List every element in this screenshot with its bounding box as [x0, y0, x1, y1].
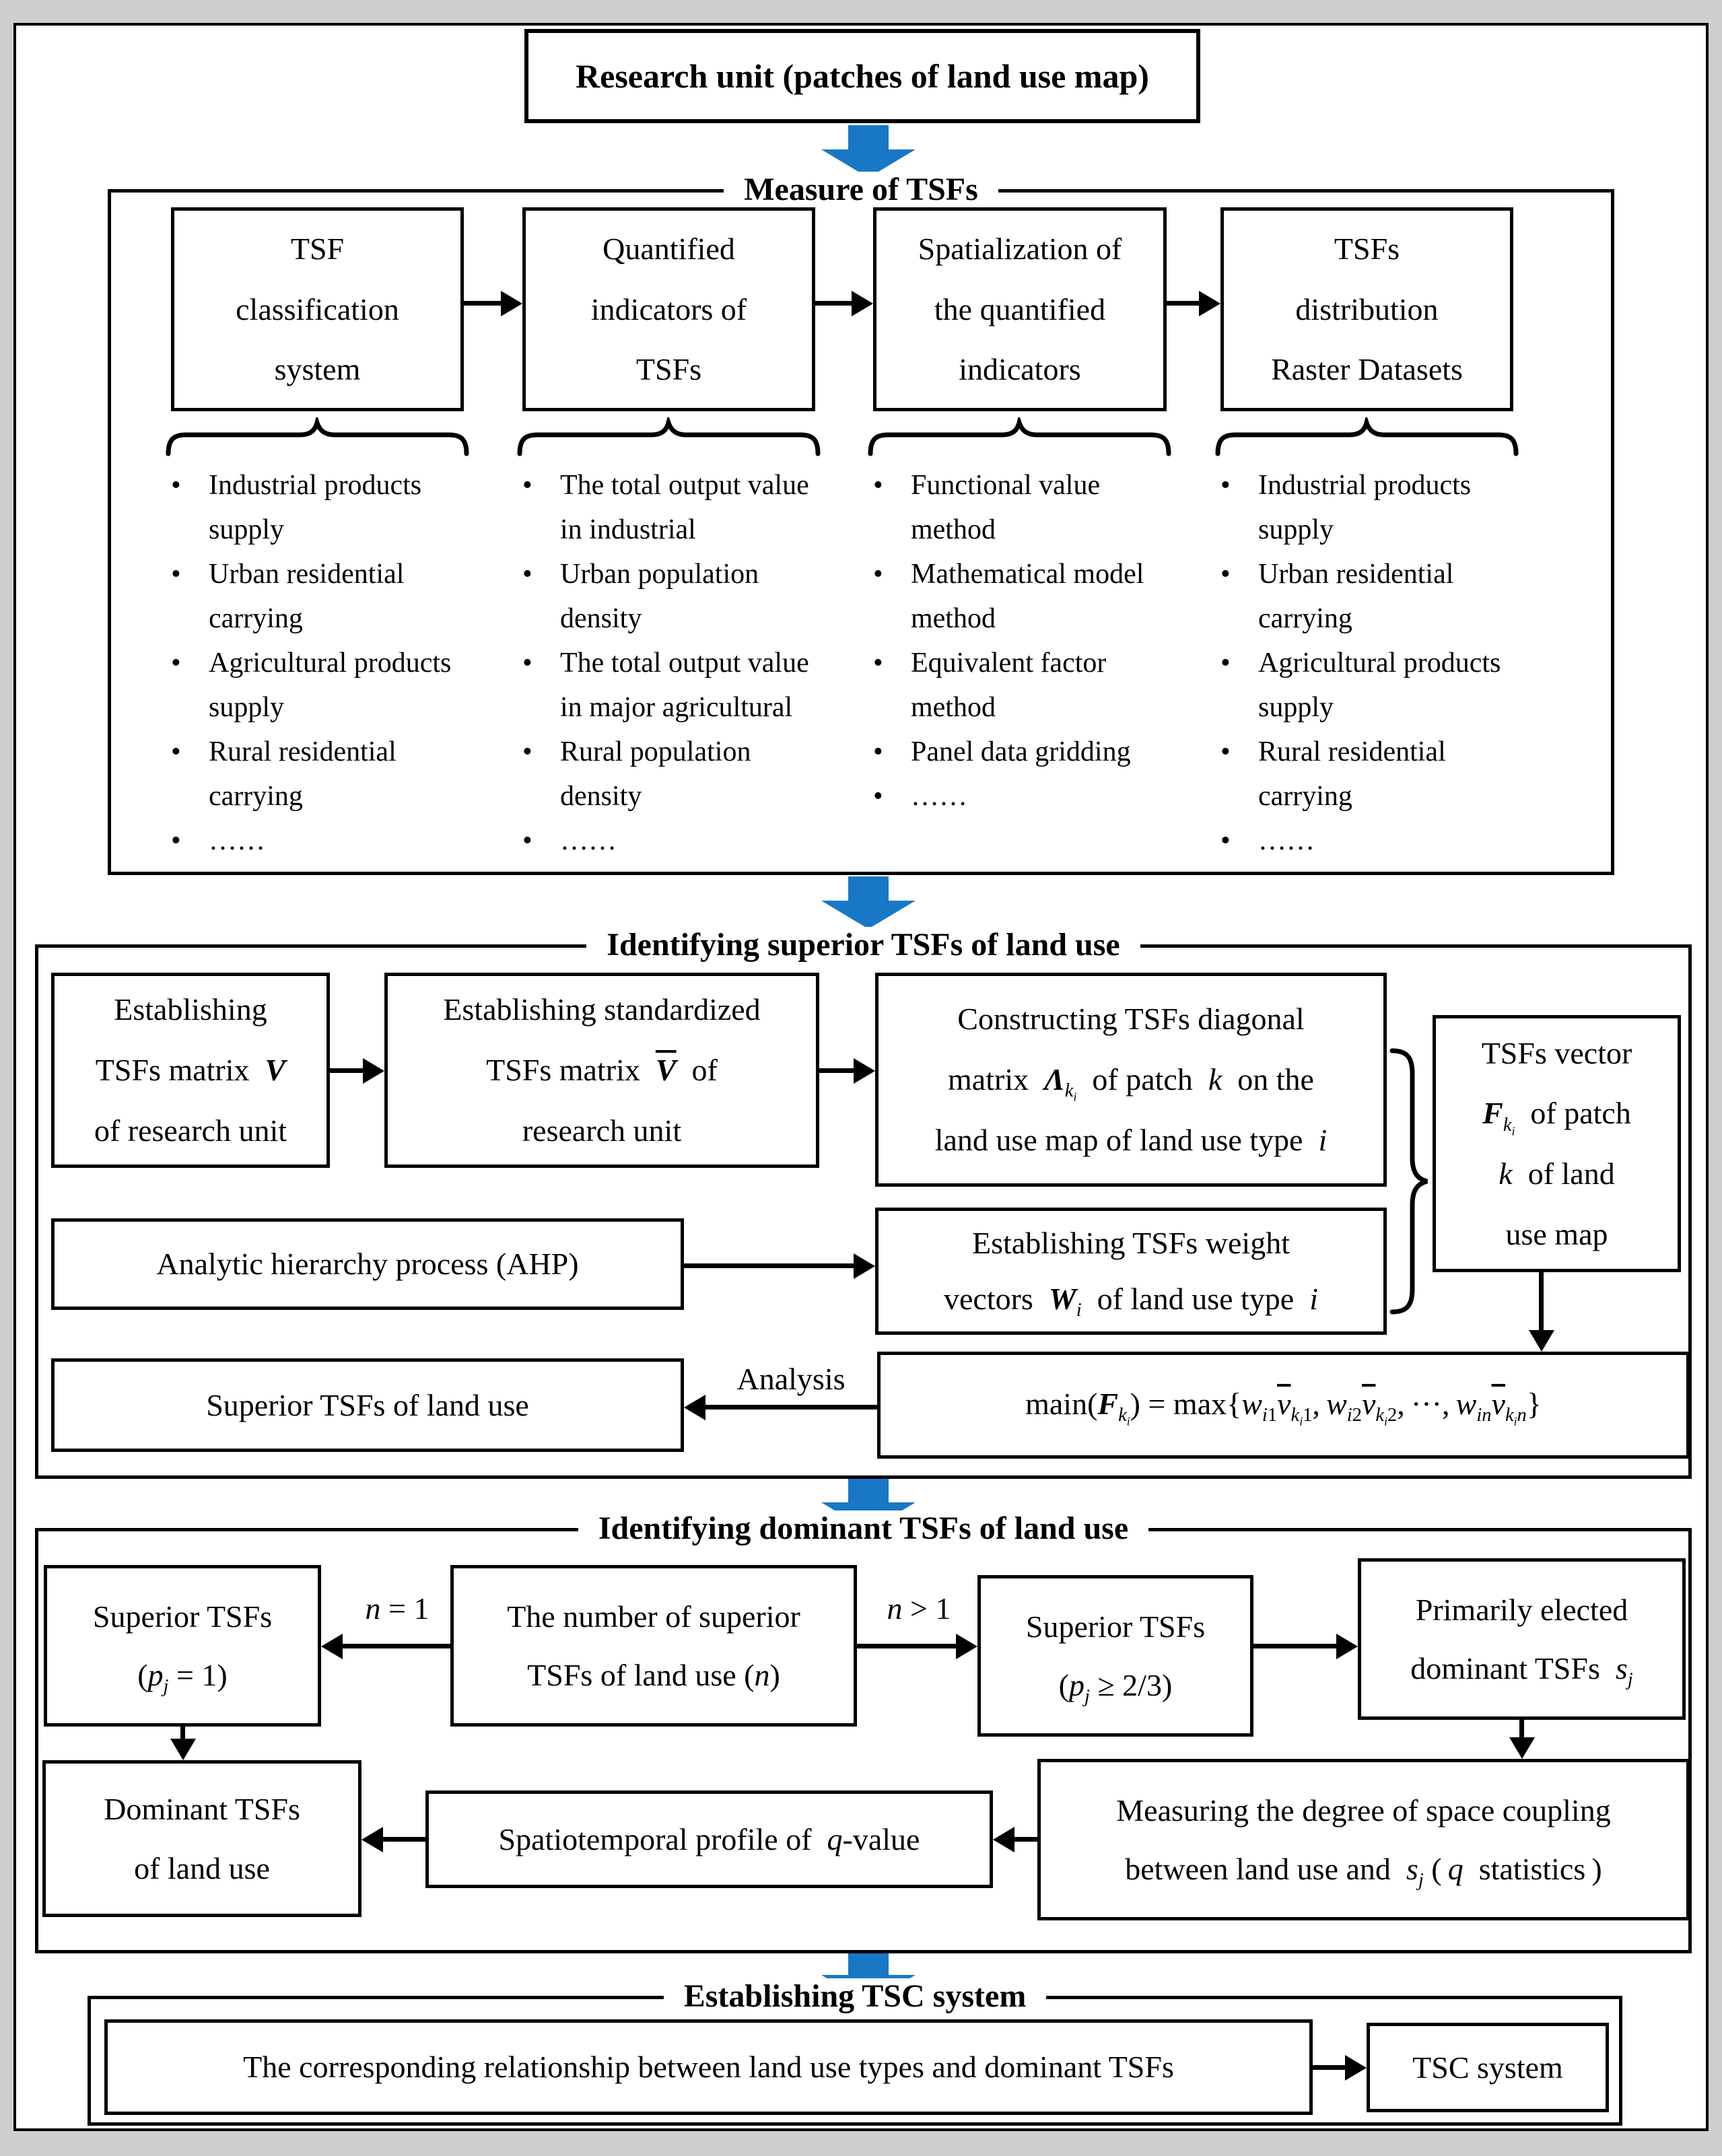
list-item: The total output value in major agricult… — [514, 641, 831, 730]
list-item: …… — [514, 819, 831, 863]
list-item: Rural population density — [514, 730, 831, 819]
tsf-classification-list: Industrial products supply Urban residen… — [163, 463, 479, 863]
spatiotemporal-profile-box: Spatiotemporal profile of q-value — [425, 1790, 993, 1888]
superior-tsfs-pj23-box: Superior TSFs(pj ≥ 2/3) — [977, 1575, 1253, 1737]
arrow-spatialization-to-raster — [1167, 290, 1220, 316]
arrow-vector-to-formula — [1528, 1272, 1554, 1352]
list-item: …… — [163, 819, 479, 863]
list-item: The total output value in industrial — [514, 463, 831, 552]
list-item: Urban residential carrying — [1212, 552, 1529, 641]
ahp-box: Analytic hierarchy process (AHP) — [51, 1218, 684, 1310]
list-item: Industrial products supply — [163, 463, 479, 552]
spatialization-methods-list: Functional value method Mathematical mod… — [865, 463, 1181, 819]
arrow-standardized-to-diagonal — [819, 1057, 875, 1084]
analysis-label: Analysis — [736, 1362, 846, 1396]
list-item: Urban population density — [514, 552, 831, 641]
brace-list-2 — [517, 417, 821, 456]
list-item: Mathematical model method — [865, 552, 1181, 641]
superior-tsfs-box: Superior TSFs of land use — [51, 1358, 684, 1452]
list-item: Equivalent factor method — [865, 641, 1181, 730]
tsc-section-title: Establishing TSC system — [91, 1977, 1619, 2016]
list-item: Industrial products supply — [1212, 463, 1529, 552]
tsc-system-box: TSC system — [1367, 2023, 1609, 2112]
arrow-indicators-to-spatialization — [815, 290, 873, 316]
list-item: Panel data gridding — [865, 730, 1181, 774]
arrow-ahp-to-weight — [684, 1253, 875, 1279]
blue-down-arrow-4 — [821, 1951, 916, 2003]
list-item: Rural residential carrying — [163, 730, 479, 819]
quantified-indicators-list: The total output value in industrial Urb… — [514, 463, 831, 863]
n-equals-1-label: n = 1 — [365, 1591, 429, 1626]
brace-list-1 — [166, 417, 469, 456]
brace-to-vector-box — [1389, 1048, 1428, 1315]
arrow-primarily-to-measuring — [1509, 1720, 1535, 1759]
dominant-section: Identifying dominant TSFs of land use — [35, 1510, 1692, 1953]
superior-section-title: Identifying superior TSFs of land use — [38, 926, 1688, 965]
arrow-pj23-to-primarily — [1253, 1633, 1358, 1659]
arrow-number-to-pj23 — [857, 1633, 977, 1659]
relationship-box: The corresponding relationship between l… — [104, 2019, 1313, 2115]
measure-section-title: Measure of TSFs — [111, 170, 1611, 209]
arrow-matrix-to-standardized — [330, 1057, 384, 1084]
arrow-relationship-to-tsc — [1313, 2054, 1367, 2081]
list-item: …… — [1212, 819, 1529, 863]
list-item: Agricultural products supply — [163, 641, 479, 730]
list-item: Rural residential carrying — [1212, 730, 1529, 819]
arrow-classification-to-indicators — [464, 290, 522, 316]
arrow-spatiotemporal-to-dominant — [361, 1826, 425, 1852]
blue-down-arrow-2 — [821, 876, 916, 929]
research-unit-box: Research unit (patches of land use map) — [524, 29, 1200, 123]
superior-tsfs-pj1-box: Superior TSFs(pj = 1) — [44, 1565, 321, 1727]
list-item: Agricultural products supply — [1212, 641, 1529, 730]
arrow-formula-to-superior — [684, 1394, 877, 1420]
research-unit-label: Research unit (patches of land use map) — [576, 57, 1149, 95]
list-item: Urban residential carrying — [163, 552, 479, 641]
list-item: …… — [865, 774, 1181, 819]
arrow-number-to-pj1 — [321, 1633, 450, 1659]
arrow-measuring-to-spatiotemporal — [993, 1826, 1037, 1852]
main-formula-box: main(Fki) = max{wi1vki1, wi2vki2, ···, w… — [877, 1352, 1690, 1459]
measure-section: Measure of TSFs — [108, 172, 1614, 875]
arrow-pj1-to-dominant — [170, 1727, 196, 1760]
brace-list-4 — [1215, 417, 1519, 456]
blue-down-arrow-3 — [821, 1478, 916, 1531]
list-item: Functional value method — [865, 463, 1181, 552]
blue-down-arrow-1 — [821, 125, 916, 178]
brace-list-3 — [868, 417, 1171, 456]
raster-datasets-list: Industrial products supply Urban residen… — [1212, 463, 1529, 863]
n-greater-1-label: n > 1 — [887, 1591, 951, 1626]
superior-section: Identifying superior TSFs of land use — [35, 927, 1692, 1479]
tsc-section: Establishing TSC system — [88, 1978, 1622, 2126]
dominant-section-title: Identifying dominant TSFs of land use — [38, 1509, 1688, 1548]
